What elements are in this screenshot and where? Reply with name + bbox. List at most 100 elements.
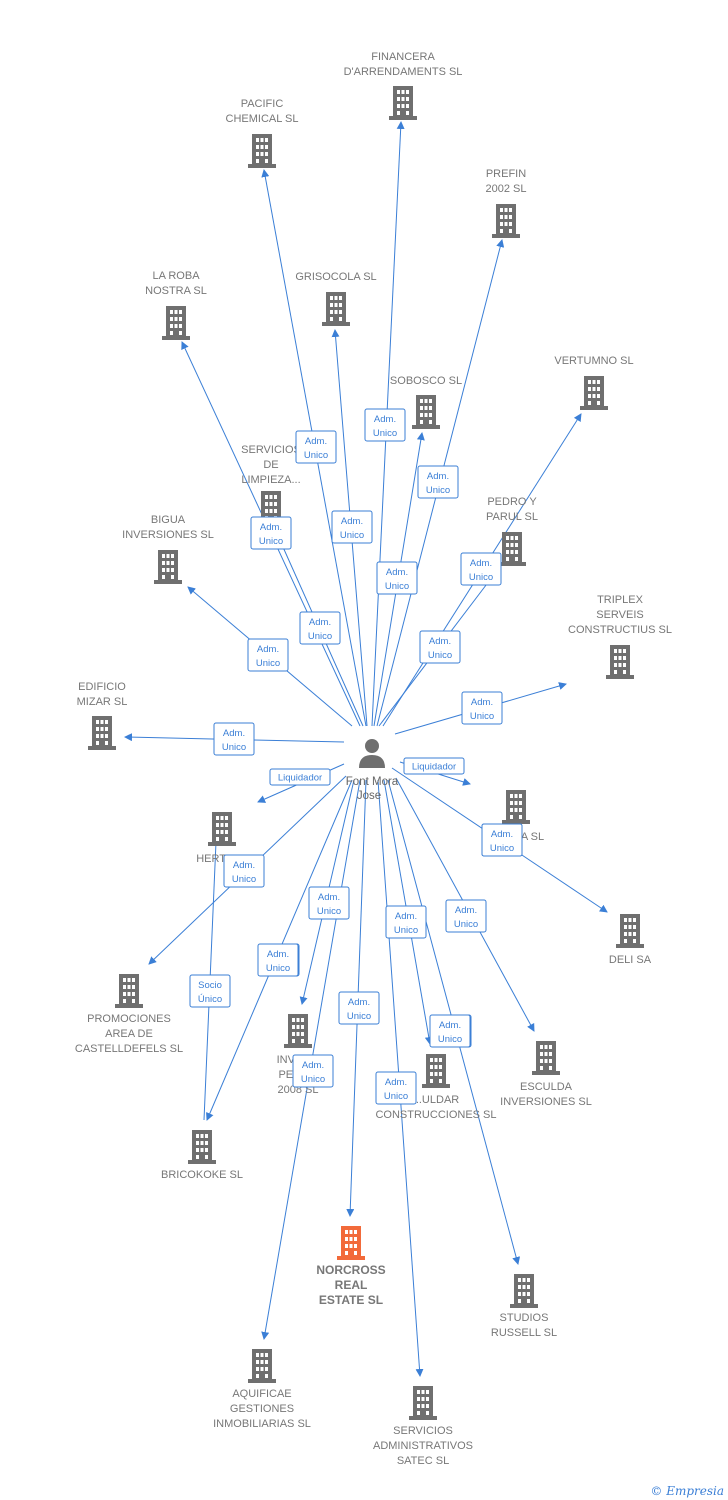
company-label-line: ESCULDA <box>520 1081 573 1093</box>
relation-box <box>364 408 406 442</box>
building-icon <box>248 134 276 168</box>
relation-label-triplex[interactable]: Adm.Unico <box>461 691 503 725</box>
relation-text: Liquidador <box>412 762 456 773</box>
relation-text: Adm. <box>318 892 340 903</box>
building-icon <box>409 1386 437 1420</box>
relation-box <box>257 943 299 977</box>
relation-box <box>308 886 350 920</box>
company-label-line: PROMOCIONES <box>87 1013 171 1025</box>
company-label-line: REAL <box>335 1278 368 1292</box>
company-label-line: EDIFICIO <box>78 681 126 693</box>
relation-label-promociones[interactable]: Adm.Unico <box>223 854 265 888</box>
relation-text: Adm. <box>439 1020 461 1031</box>
relation-label-buldar_extra[interactable]: Adm. Unico <box>429 1014 471 1048</box>
relation-label-vendema_extra[interactable]: Adm.Unico <box>481 823 523 857</box>
relation-text: Unico <box>317 906 341 917</box>
company-label-line: VERTUMNO SL <box>554 355 633 367</box>
company-node-servicios[interactable]: SERVICIOSDELIMPIEZA... <box>241 444 301 525</box>
relation-box <box>417 465 459 499</box>
relation-text: Adm. <box>455 905 477 916</box>
relation-label-peac_extra[interactable]: Adm.Unico <box>257 943 299 977</box>
relation-label-grisocola[interactable]: Adm.Unico <box>331 510 373 544</box>
relation-label-esculda[interactable]: Adm.Unico <box>445 899 487 933</box>
relation-label-vertumno[interactable]: Adm.Unico <box>460 552 502 586</box>
relation-label-norcross[interactable]: Adm.Unico <box>338 991 380 1025</box>
company-label-line: MIZAR SL <box>77 696 128 708</box>
relation-label-satec[interactable]: Adm.Unico <box>375 1071 417 1105</box>
company-label-line: PACIFIC <box>241 98 284 110</box>
empresia-credit[interactable]: © Empresia <box>650 1484 724 1498</box>
company-node-sobosco[interactable]: SOBOSCO SL <box>390 375 462 429</box>
relation-label-prefin[interactable]: Adm.Unico <box>417 465 459 499</box>
relation-text: Adm. <box>223 728 245 739</box>
relation-label-laroba[interactable]: Adm.Unico <box>250 516 292 550</box>
company-label-line: CHEMICAL SL <box>226 113 299 125</box>
company-label-line: 2002 SL <box>486 183 527 195</box>
relation-box <box>331 510 373 544</box>
relation-text: Unico <box>438 1034 462 1045</box>
company-node-pacific[interactable]: PACIFIC CHEMICAL SL <box>226 98 299 168</box>
company-label-line: SERVEIS <box>596 609 644 621</box>
relation-text: Unico <box>301 1074 325 1085</box>
relation-text: Adm. <box>395 911 417 922</box>
company-label-line: ESTATE SL <box>319 1293 383 1307</box>
relation-text: Unico <box>469 572 493 583</box>
relation-text: Unico <box>490 843 514 854</box>
relation-label-inversiones_peac[interactable]: Adm. Unico <box>308 886 350 920</box>
relation-label-sobosco[interactable]: Adm. Unico <box>376 561 418 595</box>
relation-box <box>385 905 427 939</box>
company-label-line: CONSTRUCTIUS SL <box>568 624 672 636</box>
company-label-line: CASTELLDEFELS SL <box>75 1043 183 1055</box>
person-node[interactable]: Font Mora Jose <box>346 739 399 802</box>
company-node-edificio[interactable]: EDIFICIO MIZAR SL <box>77 681 128 750</box>
relation-text: Unico <box>340 530 364 541</box>
company-node-bricokoke[interactable]: BRICOKOKE SL <box>161 1130 243 1181</box>
company-node-delisa[interactable]: DELI SA <box>609 914 652 966</box>
relation-label-vendema[interactable]: Liquidador <box>403 757 465 775</box>
relation-text: Unico <box>232 874 256 885</box>
building-icon <box>337 1226 365 1260</box>
relation-label-pedro[interactable]: Adm.Unico <box>419 630 461 664</box>
relation-text: Adm. <box>386 567 408 578</box>
company-label-line: SATEC SL <box>397 1455 449 1467</box>
relation-text: Unico <box>385 581 409 592</box>
relation-label-pacific[interactable]: Adm.Unico <box>295 430 337 464</box>
company-label-line: INVERSIONES SL <box>122 529 214 541</box>
relation-label-edificio[interactable]: Adm.Unico <box>213 722 255 756</box>
building-icon <box>154 550 182 584</box>
relation-label-servicios[interactable]: Adm.Unico <box>299 611 341 645</box>
relation-label-financera[interactable]: Adm.Unico <box>364 408 406 442</box>
relation-label-hertal[interactable]: Liquidador <box>269 768 331 786</box>
relation-box <box>461 691 503 725</box>
relation-text: Unico <box>470 711 494 722</box>
relation-text: Unico <box>426 485 450 496</box>
company-node-grisocola[interactable]: GRISOCOLA SL <box>295 271 377 326</box>
company-label-line: GRISOCOLA SL <box>295 271 376 283</box>
relation-label-bigua[interactable]: Adm.Unico <box>247 638 289 672</box>
company-label-line: PEDRO Y <box>487 496 537 508</box>
company-node-vertumno[interactable]: VERTUMNO SL <box>554 355 634 410</box>
relation-label-buldar[interactable]: Adm.Unico <box>385 905 427 939</box>
relation-box <box>376 561 418 595</box>
building-icon <box>115 974 143 1008</box>
relation-label-aquificae[interactable]: Adm.Unico <box>292 1054 334 1088</box>
company-label-line: LA ROBA <box>152 270 200 282</box>
company-label-line: SERVICIOS <box>241 444 301 456</box>
relation-box <box>445 899 487 933</box>
relation-box <box>403 757 465 775</box>
